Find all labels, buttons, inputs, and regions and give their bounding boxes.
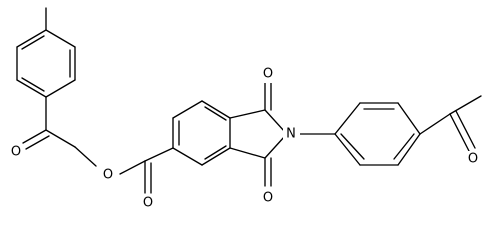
ring-bond <box>334 102 361 135</box>
ester-carbonyl-oxygen-label: O <box>143 196 153 211</box>
acetyl-carbonyl-bond <box>449 113 470 152</box>
imide-ring <box>229 80 286 187</box>
ring-inner-bond <box>340 133 365 160</box>
acetyl-carbonyl-double-bond <box>455 110 476 149</box>
ketone-double-bond <box>25 135 50 150</box>
ring-bond <box>397 102 421 135</box>
atom-label-mask <box>260 66 276 83</box>
ketone-bond <box>22 129 47 144</box>
ring-bond <box>16 29 47 48</box>
imide-bottom-bond <box>229 147 266 159</box>
ring-inner-bond <box>204 145 227 160</box>
ring-bond <box>45 29 76 48</box>
atom-label-mask <box>101 167 116 184</box>
isoindole-benzene-ring <box>172 100 231 166</box>
methylene-to-oxygen-bond <box>74 146 97 167</box>
ring-bond <box>397 133 421 166</box>
atom-label-mask <box>465 151 481 168</box>
acetyl-group <box>419 95 482 152</box>
top-carbonyl-to-nitrogen-bond <box>264 109 286 133</box>
ring-to-acetyl-bond <box>419 113 451 135</box>
bottom-carbonyl-to-nitrogen-bond <box>264 135 286 159</box>
ester-to-ring-bond <box>144 147 174 162</box>
ring-inner-bond <box>393 133 415 160</box>
atom-labels: O O O O N O O <box>10 66 481 212</box>
atom-label-mask <box>141 195 156 212</box>
molecule-diagram: O O O O N O O <box>10 7 482 212</box>
top-imide-oxygen-label: O <box>263 67 273 82</box>
atom-label-mask <box>260 190 276 207</box>
ketone-to-methylene-bond <box>45 129 76 148</box>
ring-bond <box>172 147 203 166</box>
ring-bond <box>201 100 231 119</box>
ring-inner-bond <box>21 77 45 92</box>
bottom-imide-oxygen-label: O <box>263 191 273 206</box>
ester-oxygen-label: O <box>103 168 113 183</box>
ketone-oxygen-label: O <box>11 145 21 160</box>
imide-top-bond <box>229 109 266 119</box>
atom-label-mask <box>283 125 300 143</box>
acetyl-oxygen-label: O <box>468 152 478 167</box>
ring-bond <box>334 133 361 166</box>
ring-inner-bond <box>21 35 45 50</box>
atom-label-mask <box>10 144 22 161</box>
ring-bond <box>45 79 76 98</box>
ring-bond <box>172 100 203 119</box>
ester-linker <box>22 96 174 194</box>
chemical-structure-figure: O O O O N O O <box>10 7 482 212</box>
ring-inner-bond <box>204 106 227 121</box>
methylphenyl-ring <box>16 7 76 98</box>
oxygen-to-carbonyl-bond <box>119 160 146 175</box>
acetyl-methyl-bond <box>449 95 482 115</box>
ring-bond <box>16 79 47 98</box>
ring-bond <box>201 147 231 166</box>
imide-nitrogen-label: N <box>286 127 296 142</box>
acetylphenyl-ring <box>299 102 421 166</box>
